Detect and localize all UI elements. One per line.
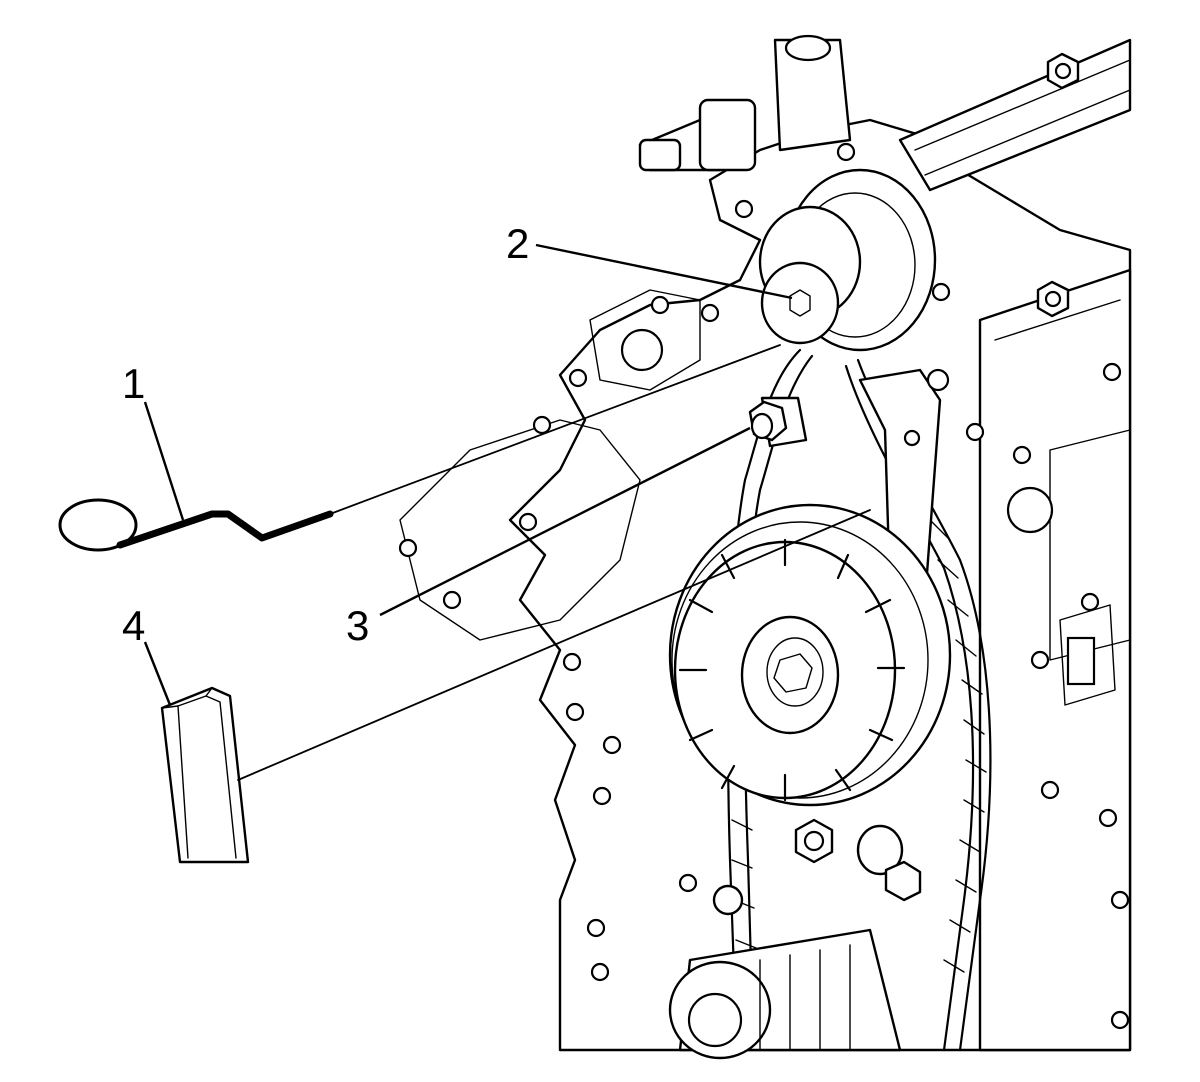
chain-guide-block-tool (160, 509, 871, 864)
callout-2: 2 (506, 220, 529, 267)
leader-4 (143, 641, 172, 706)
callout-1: 1 (122, 360, 145, 407)
upper-tensioner-sprocket (758, 168, 937, 352)
callout-3: 3 (346, 602, 369, 649)
lower-crank-area (668, 818, 922, 1060)
callout-4: 4 (122, 602, 145, 649)
camshaft-sprocket (668, 503, 952, 807)
retaining-pin-tool (58, 344, 781, 552)
leader-2 (535, 243, 793, 300)
chain-guide (858, 368, 950, 612)
leader-1 (143, 401, 185, 521)
tensioner-bolt (748, 396, 808, 448)
callout-leaders (143, 243, 793, 706)
callout-labels: 1 2 3 4 (122, 220, 529, 649)
leader-3 (379, 426, 751, 617)
